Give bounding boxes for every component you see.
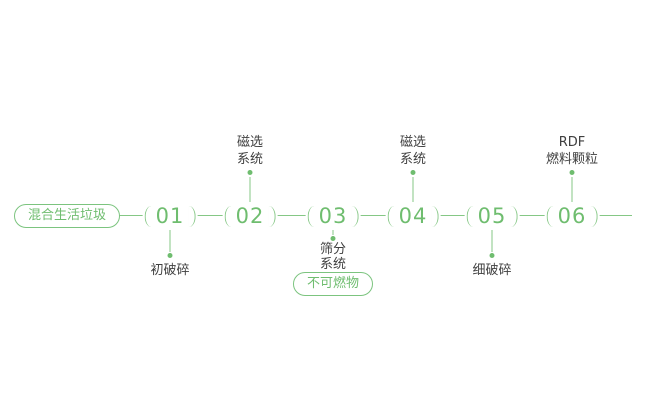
connector-dot [247,170,253,175]
step-number-text: 02 [235,204,265,228]
connector-line [332,230,334,235]
bracket-right-icon [268,205,276,227]
bracket-right-icon [431,205,439,227]
connector-line [412,177,414,205]
connector-dot [569,170,575,175]
step-number-text: 04 [398,204,428,228]
step-number-text: 03 [318,204,348,228]
connector-dot [330,236,336,241]
step-number-text: 05 [477,204,507,228]
step-label: 初破碎 [150,263,190,278]
step-number: 02 [222,202,278,230]
step-label: RDF 燃料颗粒 [545,135,599,167]
step-label: 筛分 系统 [319,242,347,272]
step-number: 01 [142,202,198,230]
bracket-right-icon [351,205,359,227]
bracket-left-icon [387,205,395,227]
step-number: 04 [385,202,441,230]
step-number: 06 [544,202,600,230]
step-number: 05 [464,202,520,230]
connector-line [491,230,493,252]
connector-dot [167,253,173,258]
connector-line [249,177,251,205]
start-pill: 混合生活垃圾 [14,204,121,228]
step-label: 磁选 系统 [399,135,427,167]
step-label: 磁选 系统 [236,135,264,167]
bracket-right-icon [590,205,598,227]
non-combustible-pill: 不可燃物 [292,272,374,296]
step-label: 细破碎 [472,263,512,278]
connector-dot [410,170,416,175]
bracket-right-icon [510,205,518,227]
bracket-left-icon [307,205,315,227]
bracket-left-icon [546,205,554,227]
bracket-left-icon [144,205,152,227]
bracket-left-icon [224,205,232,227]
step-number: 03 [305,202,361,230]
connector-dot [489,253,495,258]
bracket-right-icon [188,205,196,227]
connector-line [571,177,573,205]
connector-line [169,230,171,252]
bracket-left-icon [466,205,474,227]
step-number-text: 01 [155,204,185,228]
step-number-text: 06 [557,204,587,228]
